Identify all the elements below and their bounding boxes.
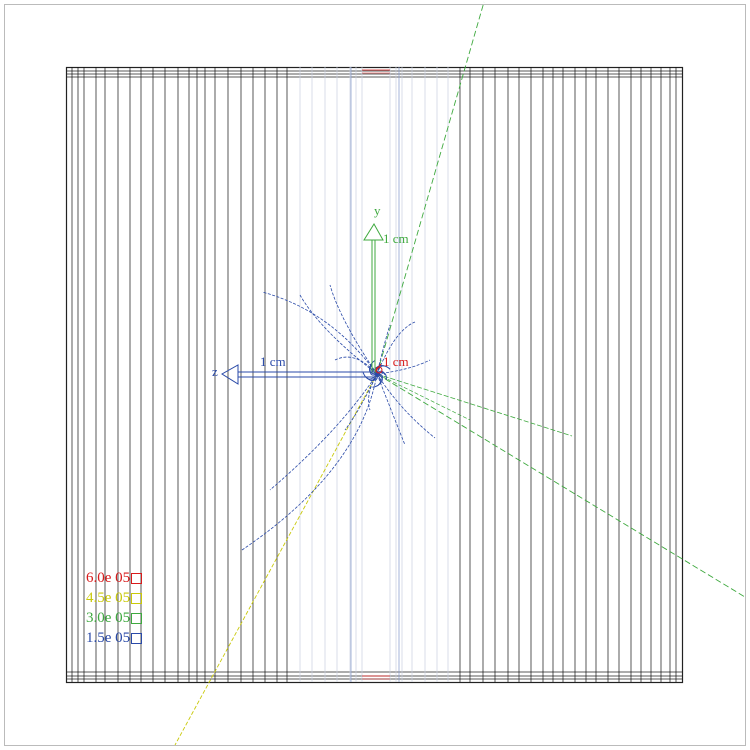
detector-slabs xyxy=(71,67,677,682)
axes-group xyxy=(221,223,384,385)
track-blue xyxy=(376,324,391,375)
track-green xyxy=(376,1,485,375)
legend-item: 1.5e 05 xyxy=(86,628,206,648)
track-vertex-knot xyxy=(362,372,378,380)
detector-pale-planes xyxy=(299,67,449,682)
particle-tracks xyxy=(174,1,746,746)
legend-swatch xyxy=(131,632,143,644)
track-blue xyxy=(261,291,378,375)
track-vertex-knot xyxy=(372,373,381,388)
track-blue xyxy=(299,294,378,375)
legend-swatch xyxy=(131,572,143,584)
legend-item: 6.0e 05 xyxy=(86,568,206,588)
legend-item-label: 1.5e 05 xyxy=(86,630,131,646)
y-axis-label: y xyxy=(374,203,381,218)
track-blue xyxy=(269,373,378,491)
track-blue xyxy=(334,356,378,375)
legend-swatch xyxy=(131,612,143,624)
track-green xyxy=(376,373,573,437)
track-blue xyxy=(376,373,406,446)
x-axis-scale-label: 1 cm xyxy=(383,354,409,369)
track-blue xyxy=(376,359,431,375)
track-blue xyxy=(241,373,378,551)
track-blue xyxy=(329,284,378,375)
viewport-border xyxy=(4,4,746,746)
legend-item-label: 6.0e 05 xyxy=(86,570,131,586)
legend-swatch xyxy=(131,592,143,604)
track-green xyxy=(376,373,471,421)
z-axis-scale-label: 1 cm xyxy=(260,354,286,369)
y-axis-scale-label: 1 cm xyxy=(383,231,409,246)
detector-frame-lines xyxy=(66,70,683,680)
legend-item: 3.0e 05 xyxy=(86,608,206,628)
track-yellow xyxy=(174,373,378,746)
legend-item-label: 3.0e 05 xyxy=(86,610,131,626)
legend-item: 4.5e 05 xyxy=(86,588,206,608)
legend-item-label: 4.5e 05 xyxy=(86,590,131,606)
track-vertex-knot xyxy=(376,365,391,375)
energy-legend: 6.0e 05 4.5e 05 3.0e 05 1.5e 05 xyxy=(86,568,206,648)
z-axis-label: z xyxy=(212,364,218,379)
track-blue xyxy=(376,373,436,439)
x-axis-marker xyxy=(375,366,383,374)
track-green xyxy=(376,373,746,598)
detector-frame xyxy=(65,66,684,684)
z-axis-arrowhead xyxy=(221,364,239,385)
y-axis-arrowhead xyxy=(363,223,384,241)
